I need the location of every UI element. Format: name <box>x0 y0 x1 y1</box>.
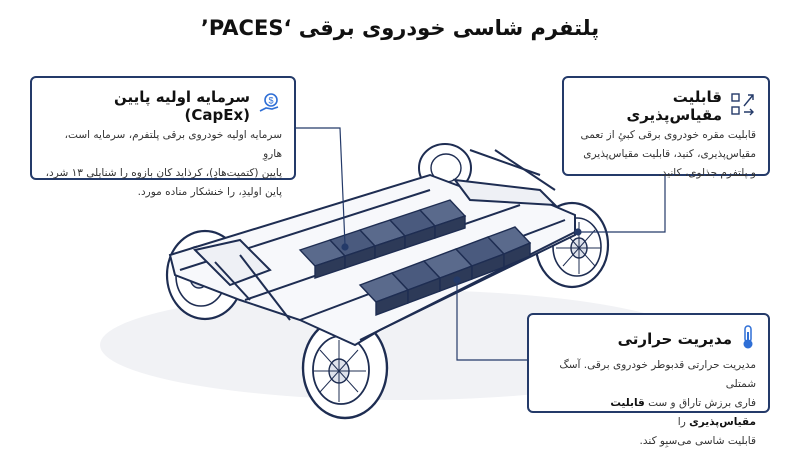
thermal-description: مدیریت حرارتی قدبوطر خودروی برقی. آسگ شم… <box>541 356 756 451</box>
scalability-callout: قابلیت مقیاس‌پذیری قابلیت مقره خودروی بر… <box>562 76 770 179</box>
battery-pack <box>298 199 532 317</box>
scalability-line: مقیاس‌پذیری، کنید، قابلیت مقیاس‌پذیری <box>583 148 756 160</box>
thermal-line: مدیریت حرارتی قدبوطر خودروی برقی. آسگ شم… <box>559 359 756 390</box>
thermal-line-text: فاری برزش تاراق و ست <box>644 397 756 409</box>
capex-line: پایین (کتمیت‌هادٍ)، کرذاید کان بازوه را … <box>45 167 282 179</box>
thermal-callout: مدیریت حرارتی مدیریت حرارتی قدبوطر خودرو… <box>527 313 770 447</box>
scalability-title: قابلیت مقیاس‌پذیری <box>626 88 722 124</box>
capex-line: سرمایه اولیه خودروی برقی پلتفرم، سرمایه … <box>64 129 282 160</box>
capex-line: پاین اولیدِ، را خنشکار مناده مورد. <box>137 186 282 198</box>
scalability-description: قابلیت مقره خودروی برقی کبئِ از تعمی مقی… <box>576 126 756 183</box>
front-right-wheel <box>301 316 389 420</box>
thermometer-icon <box>740 324 756 354</box>
capex-description: سرمایه اولیه خودروی برقی پلتفرم، سرمایه … <box>44 126 282 202</box>
capex-title: سرمایه اولیه پایین (CapEx) <box>113 88 250 124</box>
capex-callout: $ سرمایه اولیه پایین (CapEx) سرمایه اولی… <box>30 76 296 198</box>
thermal-line-text: را <box>677 416 690 428</box>
page-title: پلتفرم شاسی خودروی برقی ‘PACES’ <box>200 16 600 40</box>
scalability-line: و پلتفرم جذلوی، کانید. <box>658 167 756 179</box>
thermal-line: قابلیت شاسی می‌سبِو کند. <box>639 435 756 447</box>
money-hand-icon: $ <box>258 93 282 119</box>
rear-left-wheel <box>418 143 472 193</box>
svg-text:$: $ <box>268 96 273 106</box>
scale-arrows-icon <box>730 92 756 120</box>
chassis-frame <box>168 149 576 347</box>
battery-row-back <box>298 199 467 279</box>
thermal-line-bold: قابلیت مقیاس‌پذیری <box>610 397 756 428</box>
thermal-line: فاری برزش تاراق و ست قابلیت مقیاس‌پذیری … <box>541 394 756 432</box>
battery-row-front <box>358 226 532 317</box>
leader-lines <box>295 127 666 361</box>
scalability-line: قابلیت مقره خودروی برقی کبئِ از تعمی <box>580 129 756 141</box>
thermal-title: مدیریت حرارتی <box>617 330 732 348</box>
